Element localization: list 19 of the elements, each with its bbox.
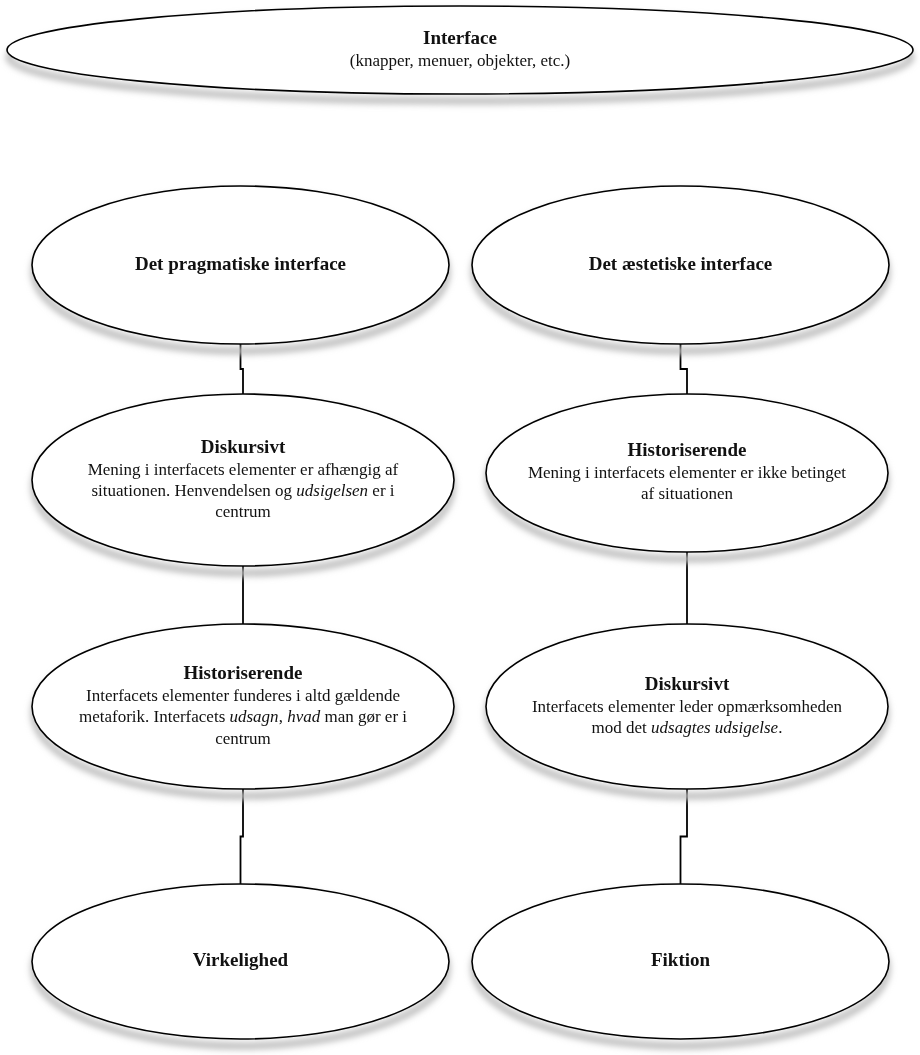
node-text: Mening i interfacets elementer er afhængig af situationen. Henvendelsen og udsigelsen er i centrum (86, 458, 400, 523)
node-title: Virkelighed (192, 949, 289, 972)
node-title: Diskursivt (644, 672, 730, 696)
connector-line (679, 343, 688, 395)
node-title: Historiserende (627, 439, 747, 463)
connector-line (686, 551, 688, 625)
node-title: Det pragmatiske interface (134, 252, 346, 276)
node-text: (knapper, menuer, objekter, etc.) (349, 49, 571, 71)
node-title: Diskursivt (200, 435, 286, 459)
connector-line (242, 565, 244, 625)
connector-line (239, 788, 244, 885)
node-text: Interfacets elementer funderes i altd gældende metaforik. Interfacets udsagn, hvad man gør er i centrum (77, 685, 409, 749)
node-title: Fiktion (650, 949, 711, 972)
node-text: Mening i interfacets elementer er ikke betinget af situationen (527, 462, 847, 505)
node-title: Interface (423, 26, 497, 50)
node-title: Det æstetiske interface (588, 252, 773, 276)
node-title: Historiserende (183, 662, 303, 685)
node-text: Interfacets elementer leder opmærksomheden mod det udsagtes udsigelse. (530, 695, 844, 739)
connector-line (679, 788, 688, 885)
